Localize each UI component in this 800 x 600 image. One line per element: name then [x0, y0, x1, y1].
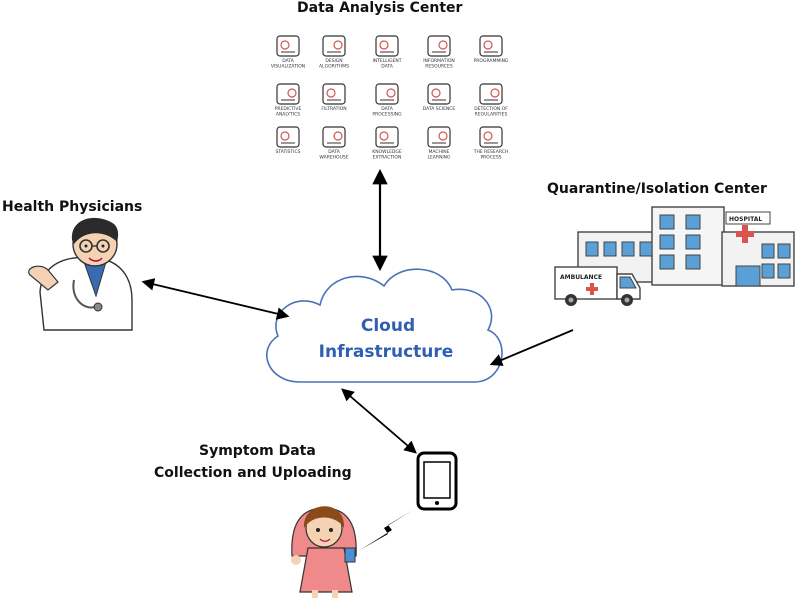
cloud-infrastructure: Cloud Infrastructure	[266, 268, 503, 383]
network-icon	[427, 35, 451, 57]
flask-icon	[479, 126, 503, 148]
safe-icon	[322, 126, 346, 148]
hospital-window	[621, 241, 635, 257]
hospital-window	[585, 241, 599, 257]
code-screen-icon	[479, 35, 503, 57]
hospital-window	[777, 263, 791, 279]
hospital-window	[761, 263, 775, 279]
cloud-icon	[266, 268, 503, 383]
hospital-windows	[585, 214, 791, 279]
arrow-physicians-cloud	[141, 278, 290, 320]
graph-detect-icon	[479, 83, 503, 105]
molecule-icon	[427, 83, 451, 105]
icon-label: STATISTICS	[276, 149, 301, 155]
brain-icon	[375, 35, 399, 57]
cloud-label-line2: Infrastructure	[319, 342, 454, 362]
hospital-window	[685, 234, 701, 250]
girl-illustration	[291, 506, 357, 598]
hospital-window	[639, 241, 653, 257]
funnel-icon	[375, 83, 399, 105]
wireless-signal-icon	[360, 510, 413, 550]
hospital-window	[685, 214, 701, 230]
filter-cylinder-icon	[322, 83, 346, 105]
bar-chart-icon	[276, 126, 300, 148]
head-icon	[375, 126, 399, 148]
hospital-window	[761, 243, 775, 259]
icon-label: DATA SCIENCE	[423, 106, 456, 112]
data-analysis-center-title: Data Analysis Center	[297, 0, 463, 16]
quarantine-center-title: Quarantine/Isolation Center	[547, 181, 767, 197]
smartphone-icon	[416, 451, 458, 511]
clock-chart-icon	[276, 83, 300, 105]
arrow-cloud-smartphone	[341, 388, 417, 454]
robot-head-icon	[427, 126, 451, 148]
hospital-window	[659, 214, 675, 230]
eye-icon	[276, 35, 300, 57]
hospital-window	[659, 234, 675, 250]
ambulance-label: AMBULANCE	[560, 274, 602, 281]
hospital-window	[777, 243, 791, 259]
hospital-window	[685, 254, 701, 270]
symptom-collection-title: Collection and Uploading	[154, 465, 352, 481]
flowchart-icon	[322, 35, 346, 57]
hospital-window	[603, 241, 617, 257]
icon-label: FILTRATION	[321, 106, 346, 112]
health-physicians-title: Health Physicians	[2, 199, 143, 215]
doctor-illustration	[28, 217, 133, 331]
icon-label: PROGRAMMING	[474, 58, 509, 64]
cloud-label-line1: Cloud	[361, 316, 415, 336]
symptom-data-title: Symptom Data	[199, 443, 316, 459]
arrow-quarantine-cloud	[489, 329, 574, 366]
ambulance-illustration: AMBULANCE	[554, 266, 641, 306]
hospital-sign: HOSPITAL	[729, 216, 762, 223]
hospital-window	[659, 254, 675, 270]
